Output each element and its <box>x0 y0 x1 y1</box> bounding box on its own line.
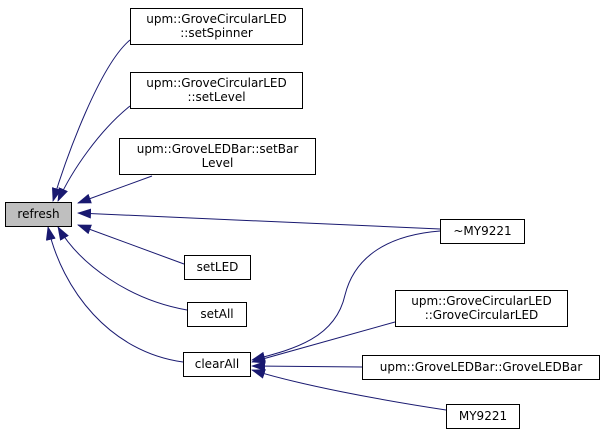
node-box <box>183 352 251 377</box>
edges-layer <box>45 39 447 411</box>
node-label: ::GroveCircularLED <box>425 308 539 322</box>
node-box <box>446 404 520 429</box>
node-setLevel[interactable]: upm::GroveCircularLED::setLevel <box>130 72 303 109</box>
node-label: setAll <box>200 307 233 321</box>
node-box <box>395 290 568 327</box>
node-label: upm::GroveLEDBar::setBar <box>137 142 299 156</box>
node-groveLEDBar[interactable]: upm::GroveLEDBar::GroveLEDBar <box>362 355 600 380</box>
edge-destructor-to-clearAll <box>251 230 441 362</box>
node-setAll[interactable]: setAll <box>187 302 247 327</box>
edge-setBarLevel-to-refresh <box>77 175 153 204</box>
edge-setAll-to-refresh <box>57 226 188 311</box>
node-label: refresh <box>17 207 59 221</box>
edge-groveLEDBar-to-clearAll <box>251 361 363 372</box>
edge-destructor-to-refresh <box>77 208 441 230</box>
node-clearAll[interactable]: clearAll <box>183 352 251 377</box>
node-setSpinner[interactable]: upm::GroveCircularLED::setSpinner <box>130 8 303 45</box>
node-label: upm::GroveCircularLED <box>146 76 287 90</box>
node-label: ~MY9221 <box>453 224 511 238</box>
edge-setSpinner-to-refresh <box>52 39 131 202</box>
node-box <box>130 72 303 109</box>
edge-setLevel-to-refresh <box>57 105 131 202</box>
node-groveCircularLED[interactable]: upm::GroveCircularLED::GroveCircularLED <box>395 290 568 327</box>
nodes-layer: refreshupm::GroveCircularLED::setSpinner… <box>5 8 600 429</box>
node-label: clearAll <box>195 357 239 371</box>
node-box <box>5 202 72 227</box>
edge-setLED-to-refresh <box>77 224 185 265</box>
node-box <box>130 8 303 45</box>
edge-clearAll-to-refresh <box>45 226 184 363</box>
node-box <box>362 355 600 380</box>
node-box <box>184 255 251 280</box>
node-label: upm::GroveCircularLED <box>146 12 287 26</box>
node-label: ::setSpinner <box>180 26 253 40</box>
node-label: MY9221 <box>459 409 507 423</box>
edge-groveCircularLED-to-clearAll <box>251 321 396 364</box>
node-label: upm::GroveLEDBar::GroveLEDBar <box>380 360 583 374</box>
node-label: setLED <box>197 260 239 274</box>
node-box <box>119 138 316 175</box>
edge-constructor-to-clearAll <box>251 369 447 411</box>
node-box <box>187 302 247 327</box>
node-box <box>440 219 525 244</box>
node-refresh: refresh <box>5 202 72 227</box>
node-constructor[interactable]: MY9221 <box>446 404 520 429</box>
node-label: upm::GroveCircularLED <box>411 294 552 308</box>
node-label: Level <box>202 156 234 170</box>
node-setLED[interactable]: setLED <box>184 255 251 280</box>
node-label: ::setLevel <box>187 90 245 104</box>
node-destructor[interactable]: ~MY9221 <box>440 219 525 244</box>
